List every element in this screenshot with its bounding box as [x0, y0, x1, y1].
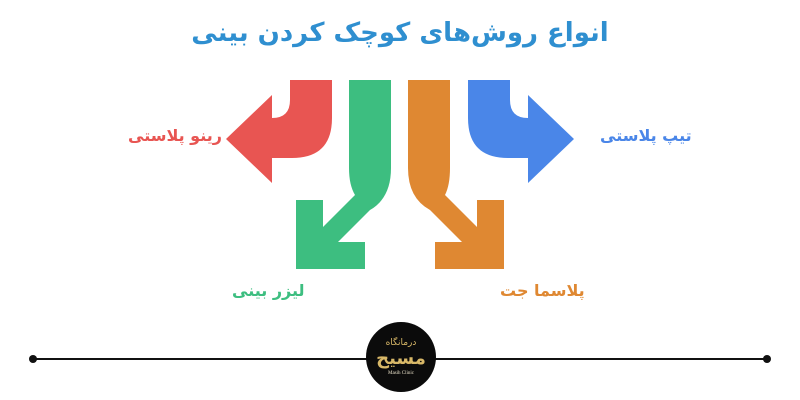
logo-line-3: Masih Clinic — [388, 370, 414, 376]
arrow-tipplasty — [468, 80, 574, 183]
logo-line-1: درمانگاه — [385, 337, 417, 348]
clinic-logo: درمانگاه مسیح Masih Clinic — [366, 322, 436, 392]
arrow-plasma — [408, 80, 504, 269]
label-rhinoplasty: رینو پلاستی — [128, 126, 222, 145]
arrow-laser — [296, 80, 391, 269]
divider-dot-left — [29, 355, 37, 363]
label-tipplasty: تیپ پلاستی — [600, 126, 692, 145]
divider-dot-right — [763, 355, 771, 363]
label-laser-nose: لیزر بینی — [232, 281, 305, 300]
page-title: انواع روش‌های کوچک کردن بینی — [191, 18, 609, 48]
logo-line-2: مسیح — [376, 347, 426, 369]
arrow-rhinoplasty — [226, 80, 332, 183]
label-plasma-jet: پلاسما جت — [500, 281, 585, 300]
